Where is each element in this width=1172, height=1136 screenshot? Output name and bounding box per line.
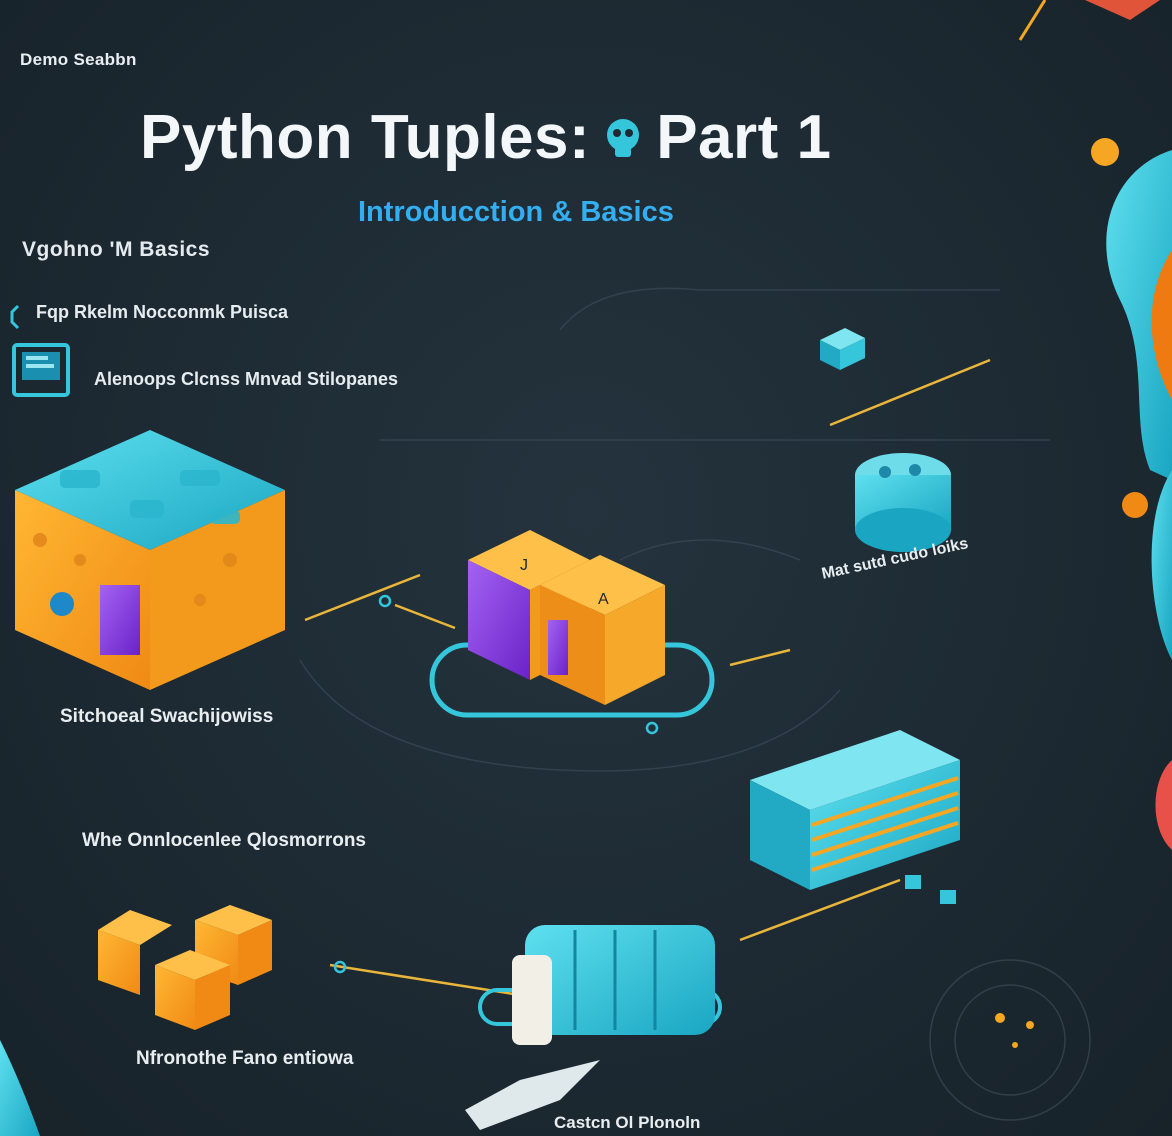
python-badge-icon: [607, 118, 640, 157]
connector-dots: [333, 594, 659, 974]
bracket-icon: [10, 304, 20, 330]
sparkle-decoration: [995, 1013, 1034, 1048]
stacked-data-block: [750, 730, 960, 904]
monitor-icon: [12, 343, 70, 397]
connector-lines: [304, 358, 991, 997]
section-heading: Vgohno 'M Basics: [22, 238, 211, 261]
large-tuple-cube: [15, 430, 285, 690]
caption-label: Castcn Ol Plonoln: [554, 1113, 701, 1132]
caption-label: Whe Onnlocenlee Qlosmorrons: [82, 830, 366, 851]
cube-glyph-j: J: [520, 557, 528, 574]
teal-drum: [855, 453, 951, 552]
caption-label: Nfronothe Fano entiowa: [136, 1048, 354, 1069]
page-subtitle: Introducction & Basics: [358, 196, 674, 228]
corner-decoration: [0, 1040, 40, 1136]
list-item: Alenoops Clcnss Mnvad Stilopanes: [94, 369, 399, 389]
title-suffix: Part 1: [656, 103, 832, 172]
caption-label: Sitchoeal Swachijowiss: [60, 706, 274, 727]
small-orange-cubes: [98, 905, 272, 1030]
cube-glyph-a: A: [598, 591, 609, 608]
series-label: Demo Seabbn: [20, 50, 137, 69]
circuit-lines: [299, 287, 1091, 1121]
tuple-pair-cubes: J A: [429, 530, 715, 718]
small-teal-box: [820, 328, 865, 370]
python-ribbon-decoration: [1018, 0, 1172, 850]
list-item: Fqp Rkelm Nocconmk Puisca: [36, 302, 289, 322]
page-title: Python Tuples: Part 1: [140, 102, 832, 173]
title-text: Python Tuples:: [140, 103, 591, 172]
teal-document-roll: [465, 925, 722, 1130]
